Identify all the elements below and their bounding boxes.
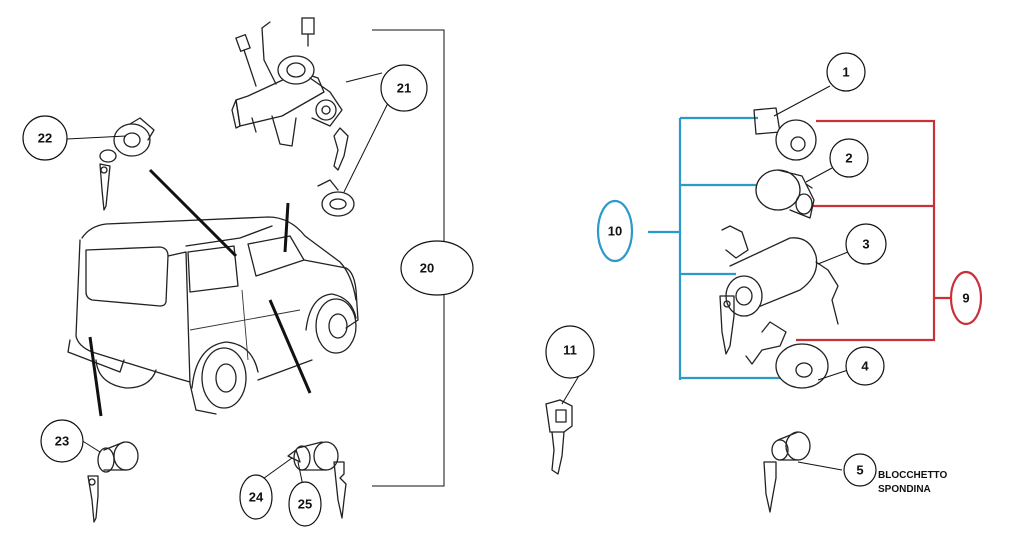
pointer-22 bbox=[148, 168, 238, 258]
vehicle-outline-icon bbox=[67, 216, 359, 415]
callout-25: 25 bbox=[288, 481, 322, 527]
callout-label: 5 bbox=[856, 463, 863, 478]
callout-11: 11 bbox=[545, 325, 595, 379]
callout-23: 23 bbox=[40, 419, 84, 463]
door-lock-cylinder-icon bbox=[755, 169, 815, 219]
key-icon bbox=[333, 461, 347, 519]
key-icon bbox=[719, 295, 735, 355]
callout-10: 10 bbox=[596, 199, 634, 263]
pointer-24 bbox=[268, 299, 312, 394]
callout-label: 24 bbox=[249, 490, 264, 505]
callout-label: 2 bbox=[845, 151, 852, 166]
callout-1: 1 bbox=[826, 52, 866, 92]
callout-label: 20 bbox=[420, 261, 434, 276]
caption-5-line2: SPONDINA bbox=[878, 484, 931, 495]
key-icon bbox=[545, 399, 573, 475]
key-icon bbox=[87, 475, 99, 523]
callout-5: 5 bbox=[843, 453, 877, 487]
callout-20: 20 bbox=[400, 240, 474, 296]
callout-4: 4 bbox=[845, 346, 885, 386]
callout-label: 9 bbox=[962, 291, 969, 306]
door-lock-cylinder-icon bbox=[753, 107, 817, 161]
callout-label: 3 bbox=[862, 237, 869, 252]
callout-label: 25 bbox=[298, 497, 312, 512]
callout-label: 11 bbox=[563, 343, 577, 358]
pointer-23 bbox=[88, 336, 103, 417]
caption-5-line1: BLOCCHETTO bbox=[878, 470, 947, 481]
ignition-lock-assembly-icon bbox=[721, 225, 839, 325]
callout-label: 21 bbox=[397, 81, 411, 96]
callout-2: 2 bbox=[829, 138, 869, 178]
callout-3: 3 bbox=[845, 223, 887, 265]
door-lock-cylinder-icon bbox=[287, 441, 339, 471]
callout-21: 21 bbox=[380, 64, 428, 112]
door-lock-cylinder-icon bbox=[771, 431, 811, 461]
group-9-connector bbox=[796, 119, 952, 342]
callout-9: 9 bbox=[949, 270, 983, 326]
door-lock-cylinder-icon bbox=[97, 441, 139, 473]
ignition-lock-assembly-icon bbox=[231, 17, 349, 171]
callout-22: 22 bbox=[22, 115, 68, 161]
key-icon bbox=[763, 461, 777, 513]
door-lock-cylinder-icon bbox=[99, 117, 155, 163]
key-icon bbox=[99, 163, 111, 211]
group-10-connector bbox=[648, 116, 784, 380]
pointer-21 bbox=[283, 202, 290, 253]
callout-label: 23 bbox=[55, 434, 69, 449]
callout-label: 22 bbox=[38, 131, 52, 146]
callout-label: 4 bbox=[861, 359, 869, 374]
door-lock-cylinder-icon bbox=[317, 179, 355, 217]
callout-24: 24 bbox=[239, 474, 273, 520]
door-lock-cylinder-icon bbox=[745, 321, 829, 389]
callout-label: 1 bbox=[842, 65, 849, 80]
callout-label: 10 bbox=[608, 224, 622, 239]
